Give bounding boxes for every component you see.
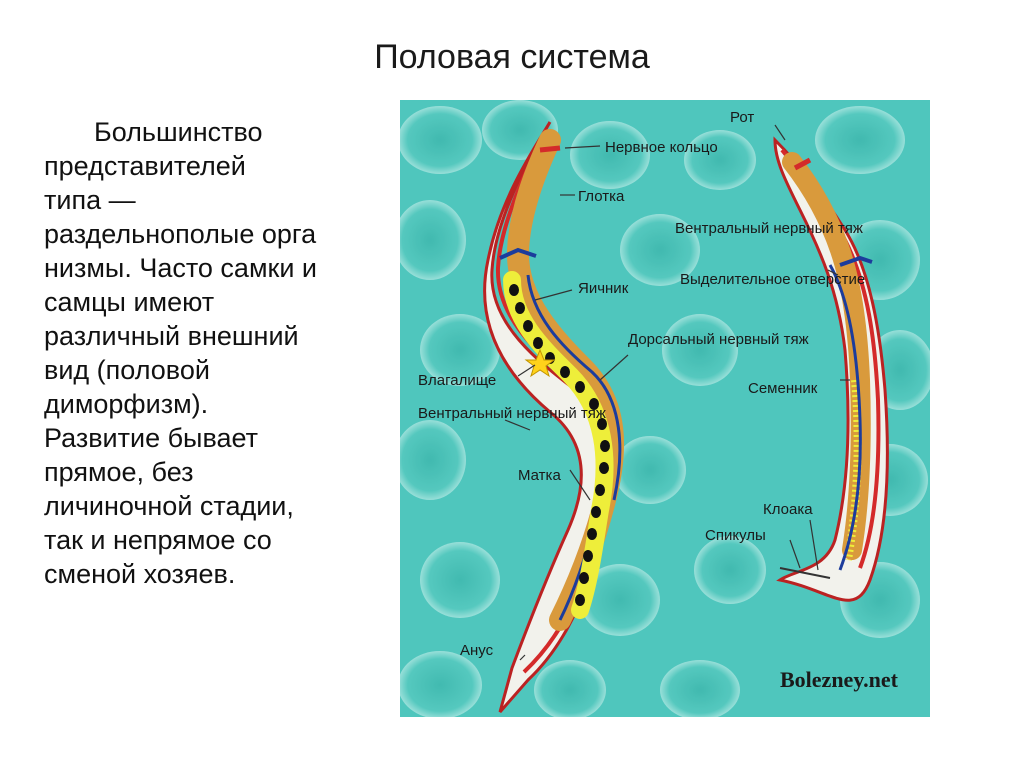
label-ovary: Яичник bbox=[578, 280, 629, 297]
female-nerve-ring bbox=[540, 148, 560, 150]
diagram-svg: Нервное кольцо Глотка Яичник Дорсальный … bbox=[400, 100, 930, 717]
text-line: низмы. Часто самки и bbox=[44, 251, 374, 285]
text-line: прямое, без bbox=[44, 455, 374, 489]
label-mouth: Рот bbox=[730, 109, 754, 126]
label-cloaca: Клоака bbox=[763, 501, 813, 518]
text-line: так и непрямое со bbox=[44, 523, 374, 557]
text-line: Развитие бывает bbox=[44, 421, 374, 455]
label-pharynx: Глотка bbox=[578, 188, 625, 205]
text-line: раздельнополые орга bbox=[44, 217, 374, 251]
label-dorsal-cord: Дорсальный нервный тяж bbox=[628, 331, 809, 348]
label-spicules: Спикулы bbox=[705, 527, 766, 544]
label-excretory-pore: Выделительное отверстие bbox=[680, 271, 865, 288]
text-line: Большинство bbox=[44, 115, 374, 149]
label-dorsal-cord-text: Дорсальный нервный тяж bbox=[628, 331, 809, 348]
body-text: Большинство представителей типа — раздел… bbox=[44, 115, 374, 591]
label-ventral-cord-male: Вентральный нервный тяж bbox=[675, 220, 863, 237]
label-nerve-ring: Нервное кольцо bbox=[605, 139, 718, 156]
slide-title: Половая система bbox=[0, 38, 1024, 77]
text-line: типа — bbox=[44, 183, 374, 217]
label-anus: Анус bbox=[460, 642, 494, 659]
text-line: представителей bbox=[44, 149, 374, 183]
label-testis: Семенник bbox=[748, 380, 818, 397]
text-line: сменой хозяев. bbox=[44, 557, 374, 591]
nematode-anatomy-diagram: Нервное кольцо Глотка Яичник Дорсальный … bbox=[400, 100, 930, 717]
label-uterus: Матка bbox=[518, 467, 561, 484]
watermark: Bolezney.net bbox=[780, 667, 899, 692]
text-line: самцы имеют bbox=[44, 285, 374, 319]
text-line: личиночной стадии, bbox=[44, 489, 374, 523]
text-line: вид (половой bbox=[44, 353, 374, 387]
label-vagina: Влагалище bbox=[418, 372, 496, 389]
label-ventral-cord-female: Вентральный нервный тяж bbox=[418, 405, 606, 422]
text-line: различный внешний bbox=[44, 319, 374, 353]
text-line: диморфизм). bbox=[44, 387, 374, 421]
